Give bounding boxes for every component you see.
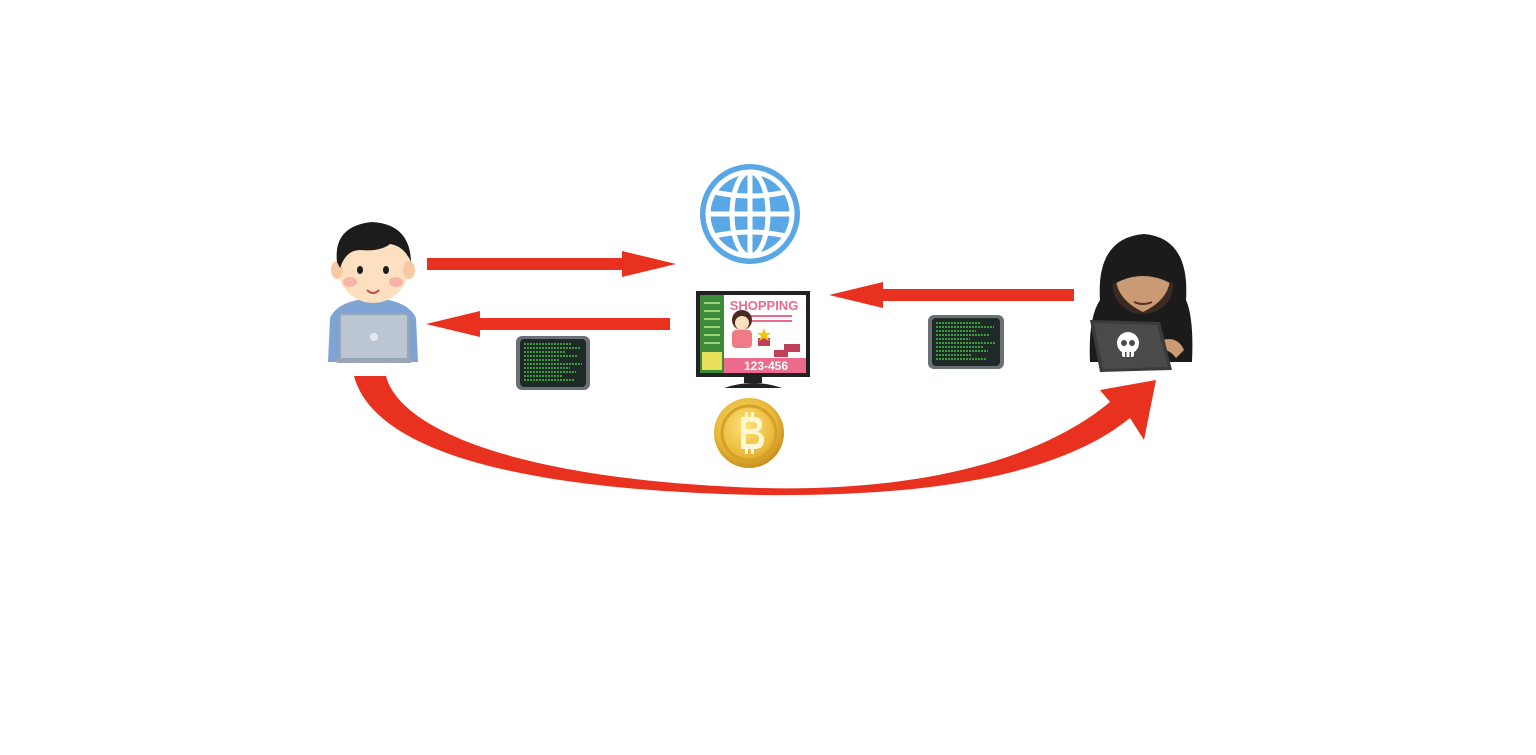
globe-icon xyxy=(700,164,800,264)
terminal-code-icon xyxy=(516,336,590,390)
arrow-website-to-user xyxy=(426,311,670,337)
shopping-banner-text: SHOPPING xyxy=(730,298,799,313)
shopping-website-monitor-icon: SHOPPING 123-456 xyxy=(696,291,810,388)
arrow-user-to-internet xyxy=(427,251,676,277)
arrow-hacker-to-website xyxy=(829,282,1074,308)
bitcoin-icon xyxy=(714,398,784,468)
user-with-laptop-icon xyxy=(328,222,418,363)
hacker-with-laptop-icon xyxy=(1089,234,1193,372)
terminal-code-icon xyxy=(928,315,1004,369)
phone-number-text: 123-456 xyxy=(744,359,788,373)
